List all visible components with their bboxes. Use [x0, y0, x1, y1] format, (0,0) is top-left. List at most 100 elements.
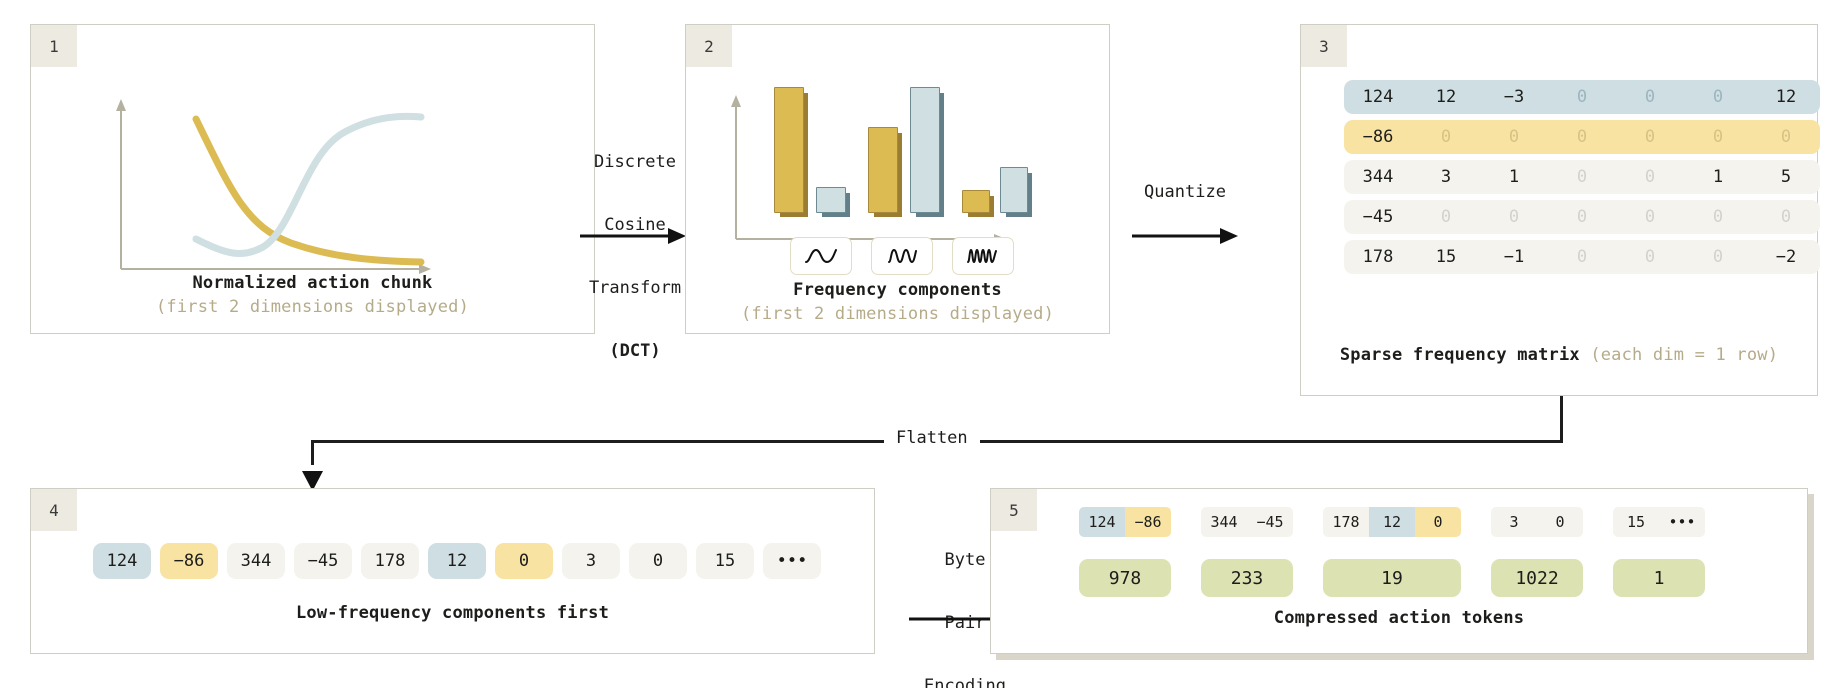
bpe-source-cells: 124−86	[1079, 507, 1171, 537]
panel-5-badge: 5	[991, 489, 1037, 531]
bpe-token: 978	[1079, 559, 1171, 597]
matrix-cell: 0	[1508, 207, 1520, 227]
bar-dim1-freq3	[962, 190, 990, 213]
matrix-cell: 0	[1440, 127, 1452, 147]
matrix-cell: 0	[1780, 127, 1792, 147]
flatten-label: Flatten	[884, 428, 980, 448]
bpe-group: 15••• 1	[1613, 507, 1705, 597]
bpe-source-cells: 15•••	[1613, 507, 1705, 537]
bar-dim2-freq1	[816, 187, 846, 213]
bpe-token: 1022	[1491, 559, 1583, 597]
matrix-cell: 0	[1576, 207, 1588, 227]
flatten-connector-vertical-right	[1560, 396, 1563, 443]
bpe-source-cell: 3	[1491, 507, 1537, 537]
sequence-chip: 178	[361, 543, 419, 579]
wave-3-cycle-icon	[952, 237, 1014, 275]
x-axis-arrowhead	[419, 264, 431, 274]
sequence-chip: 12	[428, 543, 486, 579]
sequence-chip: 15	[696, 543, 754, 579]
matrix-cell: −86	[1362, 127, 1394, 147]
matrix-cell: 0	[1644, 167, 1656, 187]
matrix-cell: 0	[1576, 127, 1588, 147]
sequence-chip: •••	[763, 543, 821, 579]
matrix-cell: 0	[1576, 247, 1588, 267]
panel-2-caption: Frequency components	[793, 280, 1002, 300]
sequence-chip: 124	[93, 543, 151, 579]
sequence-chip: −45	[294, 543, 352, 579]
sequence-chip: 3	[562, 543, 620, 579]
flatten-arrowhead-icon	[302, 471, 323, 491]
matrix-cell: 0	[1712, 207, 1724, 227]
sequence-chip: 0	[495, 543, 553, 579]
bpe-source-cell: 344	[1201, 507, 1247, 537]
wave-1-cycle-icon	[790, 237, 852, 275]
panel-3-caption: Sparse frequency matrix (each dim = 1 ro…	[1301, 345, 1817, 365]
panel-4-caption: Low-frequency components first	[295, 603, 610, 623]
panel-normalized-action-chunk: 1 Normalized action chunk (first 2 dimen…	[30, 24, 595, 334]
bpe-group: 124−86 978	[1079, 507, 1171, 597]
panel-frequency-components: 2 Fre	[685, 24, 1110, 334]
wave-2-cycle-icon	[871, 237, 933, 275]
bpe-source-cell: •••	[1659, 507, 1705, 537]
matrix-cell: 15	[1435, 247, 1457, 267]
matrix-cell: −2	[1775, 247, 1797, 267]
step-quantize-label: Quantize	[1144, 182, 1226, 202]
matrix-cell: 0	[1644, 207, 1656, 227]
bpe-source-cell: 0	[1537, 507, 1583, 537]
step-bpe-line-1: Byte	[944, 550, 986, 570]
bpe-token: 1	[1613, 559, 1705, 597]
action-chunk-plot	[116, 99, 431, 274]
sequence-chip: 344	[227, 543, 285, 579]
bar-dim1-freq1	[774, 87, 804, 213]
matrix-cell: 124	[1362, 87, 1394, 107]
bar-dim2-freq3	[1000, 167, 1028, 213]
bpe-source-cell: −86	[1125, 507, 1171, 537]
panel-1-caption: Normalized action chunk	[192, 273, 433, 293]
panel-3-caption-main: Sparse frequency matrix	[1339, 345, 1580, 365]
bpe-source-cells: 344−45	[1201, 507, 1293, 537]
matrix-cell: 0	[1644, 87, 1656, 107]
bpe-source-cell: 12	[1369, 507, 1415, 537]
matrix-cell: 1	[1508, 167, 1520, 187]
panel-1-subcaption: (first 2 dimensions displayed)	[155, 297, 470, 317]
arrow-dct-icon	[580, 228, 686, 244]
panel-1-badge: 1	[31, 25, 77, 67]
arrow-quantize-icon	[1132, 228, 1238, 244]
matrix-cell: 0	[1780, 207, 1792, 227]
step-bpe-label: Byte Pair Encoding (BPE)	[900, 508, 1030, 688]
panel-5-caption: Compressed action tokens	[1273, 608, 1525, 628]
matrix-cell: 0	[1440, 207, 1452, 227]
flatten-connector-vertical-left	[311, 440, 314, 465]
wave-3-cycle-glyph	[967, 248, 997, 264]
panel-4-badge: 4	[31, 489, 77, 531]
matrix-cell: 3	[1440, 167, 1452, 187]
matrix-cell: 0	[1712, 127, 1724, 147]
bpe-source-cell: 178	[1323, 507, 1369, 537]
sequence-chip: 0	[629, 543, 687, 579]
matrix-cell: −3	[1503, 87, 1525, 107]
matrix-cell: 0	[1576, 167, 1588, 187]
matrix-cell: 5	[1780, 167, 1792, 187]
panel-2-badge: 2	[686, 25, 732, 67]
bpe-source-cell: 0	[1415, 507, 1461, 537]
step-bpe-line-3: Encoding	[924, 676, 1006, 688]
matrix-cell: 12	[1435, 87, 1457, 107]
bpe-source-cell: 15	[1613, 507, 1659, 537]
step-dct-line-2: Cosine	[604, 215, 666, 235]
wave-1-cycle-glyph	[805, 248, 837, 264]
y-axis-arrowhead	[731, 95, 741, 107]
